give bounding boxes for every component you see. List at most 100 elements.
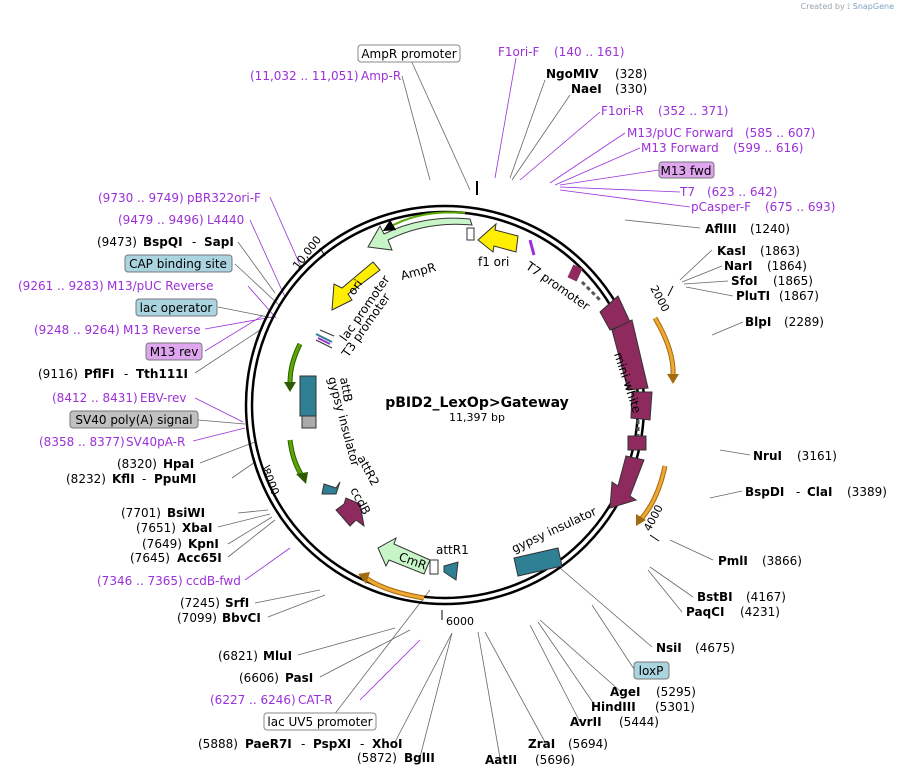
label-sv40-polya: SV40 poly(A) signal [75,413,192,427]
feature-label-attr1: attR1 [436,543,469,557]
label-xhoi: XhoI [372,737,403,751]
label-f1ori-r: F1ori-R [601,104,644,118]
scale-ticks: 2000 4000 6000 8000 10,000 [259,234,674,628]
label-mlui-pos: (6821) [218,649,258,663]
leader-lines [192,57,751,759]
label-pspxi-dash: - [360,737,364,751]
label-pcasper-f: pCasper-F [691,200,751,214]
label-pluti-pos: (1867) [779,289,819,303]
label-acc65i: Acc65I [177,551,222,565]
label-m13reverse: M13 Reverse [123,323,201,337]
label-pbr322: pBR322ori-F [187,191,261,205]
label-avrii-pos: (5444) [619,715,659,729]
label-t7-pos: (623 .. 642) [707,185,777,199]
label-kfli-dash: - [142,472,146,486]
label-paqci-pos: (4231) [740,605,780,619]
green-arrow-left-1-head [284,382,296,392]
f1ori-marker [466,227,475,241]
label-pasi: PasI [285,671,313,685]
tick-2000: 2000 [647,283,672,314]
orange-arrow-bottom-head [358,572,370,584]
label-agei-pos: (5295) [656,685,696,699]
label-cap-binding-site: CAP binding site [129,257,227,271]
label-nsii: NsiI [656,641,682,655]
label-xbai-pos: (7651) [136,521,176,535]
label-zrai: ZraI [528,737,555,751]
label-sapi: SapI [204,235,234,249]
label-paqci: PaqCI [686,605,724,619]
label-loxp: loxP [639,664,664,678]
label-pflfi: PflFI [84,367,114,381]
t7-promoter-box [567,264,583,282]
label-l4440-pos: (9479 .. 9496) [118,213,204,227]
label-ccdb-fwd: ccdB-fwd [186,574,241,588]
label-nrui: NruI [753,449,782,463]
label-pasi-pos: (6606) [239,671,279,685]
label-avrii: AvrII [570,715,602,729]
label-m13-fwd: M13 fwd [661,164,712,178]
label-bstbi-pos: (4167) [746,590,786,604]
label-kpni: KpnI [188,537,219,551]
label-acc65i-pos: (7645) [130,551,170,565]
mini-white-seg2 [611,319,649,391]
label-m13puc-f: M13/pUC Forward [627,126,734,140]
label-naei-pos: (330) [615,82,647,96]
label-m13pucrev: M13/pUC Reverse [107,279,214,293]
feature-label-ampr: AmpR [399,260,437,283]
label-clai: ClaI [807,485,832,499]
label-pluti: PluTI [736,289,770,303]
label-bstbi: BstBI [697,590,733,604]
label-kasi-pos: (1863) [760,244,800,258]
label-m13puc-f-pos: (585 .. 607) [745,126,815,140]
label-bspqi: BspQI [143,235,183,249]
label-pbr322-pos: (9730 .. 9749) [98,191,184,205]
label-nari-pos: (1864) [767,259,807,273]
label-pcasper-f-pos: (675 .. 693) [765,200,835,214]
gypsy-insulator-right [513,547,563,577]
label-m13pucrev-pos: (9261 .. 9283) [18,279,104,293]
attr2-arrow [321,481,341,495]
label-bspdi: BspDI [745,485,784,499]
tick-6000: 6000 [446,615,474,628]
green-arrow-left-2-head [296,472,308,484]
label-mlui: MluI [263,649,292,663]
label-kfli-pos: (8232) [66,472,106,486]
label-m13-forward: M13 Forward [641,141,719,155]
ampr-arrow [367,217,473,251]
label-blpi-pos: (2289) [784,315,824,329]
ccdb-arrow [335,497,365,528]
label-agei: AgeI [610,685,640,699]
tick-10000: 10,000 [290,234,324,272]
label-aatii: AatII [485,753,517,767]
label-paer7i: PaeR7I [245,737,292,751]
ampr-inner-green [382,211,466,232]
label-xbai: XbaI [182,521,212,535]
gypsy-insulator-left-end [301,415,317,429]
label-l4440: L4440 [207,213,244,227]
label-sfoi: SfoI [731,274,758,288]
label-pflfi-dash: - [124,367,128,381]
orange-arrow-bottom-fill [365,576,425,600]
label-tth111i: Tth111I [136,367,188,381]
snapgene-credit: Created by ⟟ SnapGene [801,2,894,12]
label-hindiii: HindIII [591,700,636,714]
label-cat-r: CAT-R [298,693,333,707]
green-arrow-left-1-fill [288,343,302,385]
label-ppumi: PpuMI [154,472,196,486]
boxed-labels: AmpR promoter M13 fwd loxP lac UV5 promo… [69,44,715,731]
label-bspdi-dash: - [796,485,800,499]
credit-brand: SnapGene [852,2,894,11]
mini-white-seg4 [627,435,647,451]
orange-arrow-right-1-fill [653,317,675,377]
label-ebv-rev: EBV-rev [140,391,186,405]
label-lac-operator: lac operator [140,301,213,315]
label-pflfi-pos: (9116) [38,367,78,381]
label-ampr-promoter: AmpR promoter [361,47,456,61]
orange-arrow-right-2-fill [640,465,667,519]
feature-label-gypsy-right: gypsy insulator [509,504,598,556]
label-ampr-r: Amp-R [361,69,401,83]
label-pmli: PmlI [718,554,748,568]
label-m13-forward-pos: (599 .. 616) [733,141,803,155]
snapgene-logo-icon: ⟟ [847,2,851,11]
plasmid-name: pBID2_LexOp>Gateway [385,395,569,411]
